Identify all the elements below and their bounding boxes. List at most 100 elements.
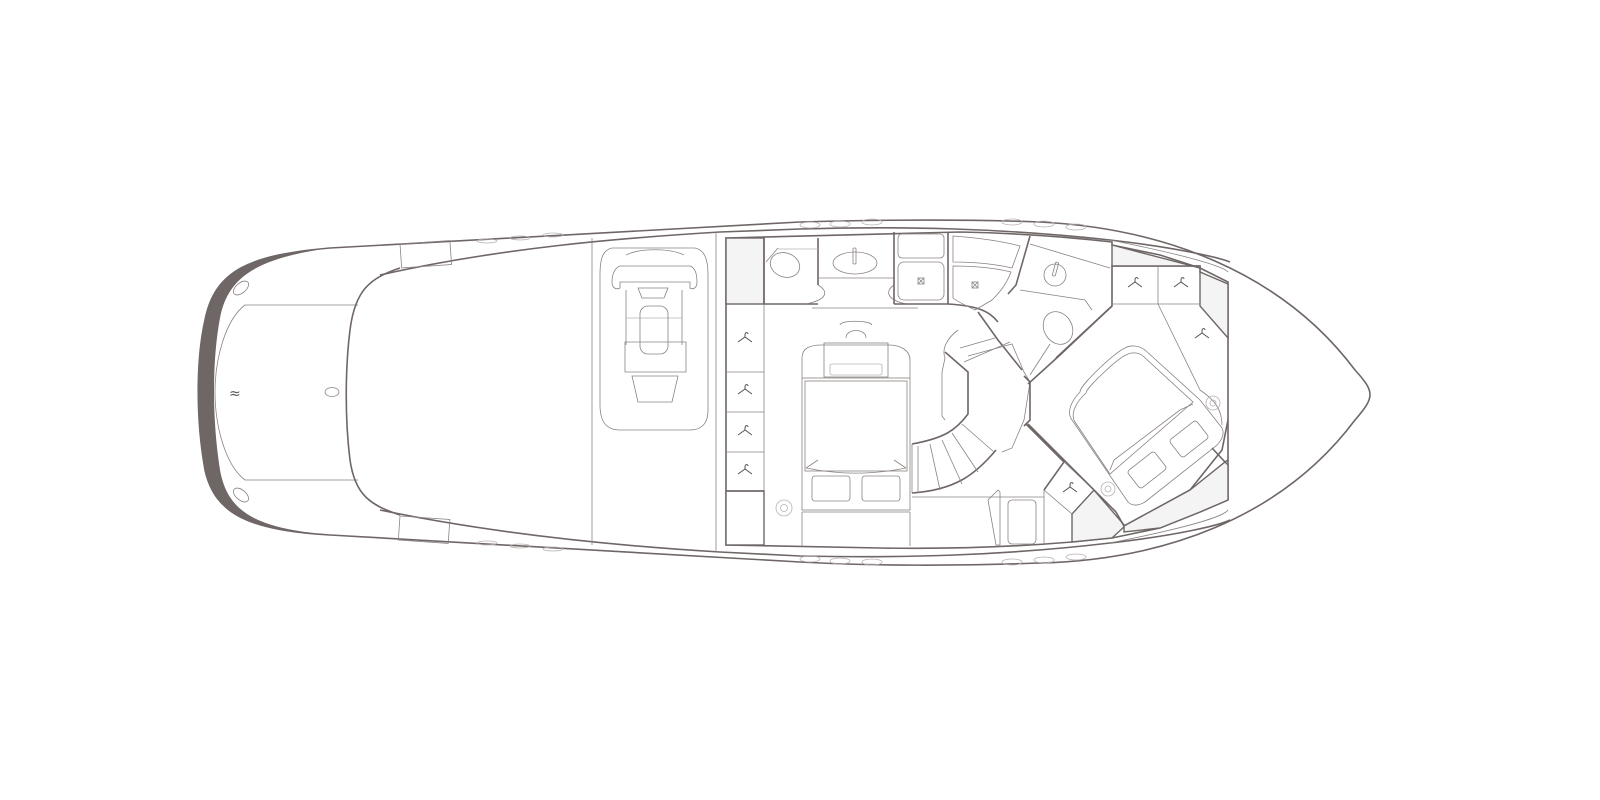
- toilet-icon: [769, 252, 801, 278]
- vanity: [1019, 243, 1111, 311]
- sink-icon: [1043, 263, 1067, 287]
- fender: [1033, 220, 1055, 228]
- headboard: [801, 344, 911, 378]
- stern-rubrail: [198, 248, 330, 535]
- cabin-wall: [1025, 423, 1066, 491]
- swim-platform-outline: [214, 304, 358, 481]
- mattress: [1072, 352, 1194, 475]
- aft-cabin: [725, 237, 911, 546]
- forward-cabin: [1027, 244, 1229, 533]
- swim-platform: ≈: [214, 280, 358, 503]
- storage-locker: [725, 237, 765, 305]
- storage-locker: [1071, 488, 1126, 543]
- steering-wheel-base: [637, 287, 669, 299]
- fender: [1033, 556, 1055, 564]
- headboard-lamp: [839, 320, 873, 326]
- door-swing: [888, 284, 907, 305]
- speaker-icon: [1100, 481, 1116, 497]
- helm-dash: [625, 249, 685, 256]
- bench-cushion: [1169, 420, 1209, 458]
- stair-tread: [963, 341, 1011, 363]
- fender: [1001, 218, 1023, 226]
- cabin-wall: [1027, 423, 1117, 513]
- stair-tread: [941, 439, 963, 485]
- showers: [893, 232, 1031, 323]
- helm-console: [599, 247, 709, 431]
- speaker-icon: [1205, 395, 1221, 411]
- deck-edge-upper: [379, 226, 1231, 276]
- interior-boundary: [725, 231, 1229, 550]
- storage-locker: [1199, 270, 1229, 340]
- storage-locker: [725, 490, 765, 546]
- hatch-bottom: [397, 515, 451, 544]
- bed-pillow: [829, 363, 883, 376]
- wardrobe-edge: [1157, 303, 1201, 391]
- helm-bench: [624, 341, 687, 373]
- stair-curve-outer: [911, 449, 997, 494]
- helm-pedestal: [639, 305, 669, 355]
- hanger-icon: [1062, 482, 1078, 493]
- island-bed: [1069, 345, 1224, 506]
- hull: [197, 219, 1371, 566]
- hanger-icon: [1127, 277, 1143, 288]
- drain-icon: [917, 277, 925, 285]
- utility-area: [912, 423, 1126, 546]
- fender: [861, 218, 883, 226]
- helm-footrest: [631, 375, 679, 403]
- hanger-icon: [737, 425, 753, 436]
- toilet-lid: [1007, 499, 1037, 545]
- bench-cushion: [861, 475, 901, 502]
- faucet-icon: [852, 247, 857, 265]
- double-bed: [801, 377, 911, 511]
- speaker-icon: [775, 499, 793, 517]
- cleat-icon: [232, 280, 250, 296]
- fender: [829, 557, 851, 565]
- shower-tray: [952, 265, 1012, 311]
- fender: [542, 546, 564, 552]
- fender: [799, 221, 821, 229]
- stair-tread: [961, 423, 995, 453]
- fender: [799, 555, 821, 563]
- shower-wall-curve: [894, 303, 999, 323]
- hull-outline: [197, 219, 1371, 566]
- door-panel: [987, 489, 1001, 546]
- headboard-lamp: [845, 330, 867, 339]
- bench-cushion: [811, 475, 851, 502]
- hanger-icon: [1194, 328, 1210, 339]
- speaker-icon: [780, 504, 788, 512]
- hanger-icon: [1173, 277, 1189, 288]
- storage-locker: [1111, 244, 1201, 269]
- cockpit-coaming: [345, 267, 401, 516]
- aft-cockpit: [345, 232, 717, 552]
- fenders-bottom: [799, 553, 1087, 566]
- cabin-wall: [1027, 265, 1229, 385]
- bed-cover: [805, 459, 907, 474]
- fender: [509, 235, 531, 241]
- cleat-icon: [232, 487, 250, 503]
- drain-icon: [971, 281, 979, 289]
- bed-cover: [1109, 403, 1194, 471]
- forward-head: [1019, 243, 1113, 359]
- shower-partition: [1007, 235, 1031, 295]
- door-frame: [1023, 375, 1031, 427]
- fender: [861, 558, 883, 566]
- door-swing: [1029, 343, 1051, 376]
- aft-head: [763, 238, 918, 309]
- door-swing: [805, 284, 826, 305]
- sink-icon: [832, 251, 878, 275]
- shower-seat: [952, 235, 1021, 269]
- fender: [829, 220, 851, 228]
- fenders-top: [799, 218, 1087, 231]
- hatch-top: [399, 240, 452, 269]
- mattress: [804, 380, 908, 472]
- fender: [1065, 223, 1087, 231]
- shower-tray: [897, 261, 945, 301]
- speaker-icon: [1104, 485, 1112, 493]
- fender: [509, 543, 531, 549]
- stair-tread: [929, 443, 941, 491]
- faucet-icon: [1052, 261, 1059, 277]
- hanger-icon: [737, 464, 753, 475]
- helm-seat-back: [611, 265, 698, 290]
- hanger-icon: [737, 384, 753, 395]
